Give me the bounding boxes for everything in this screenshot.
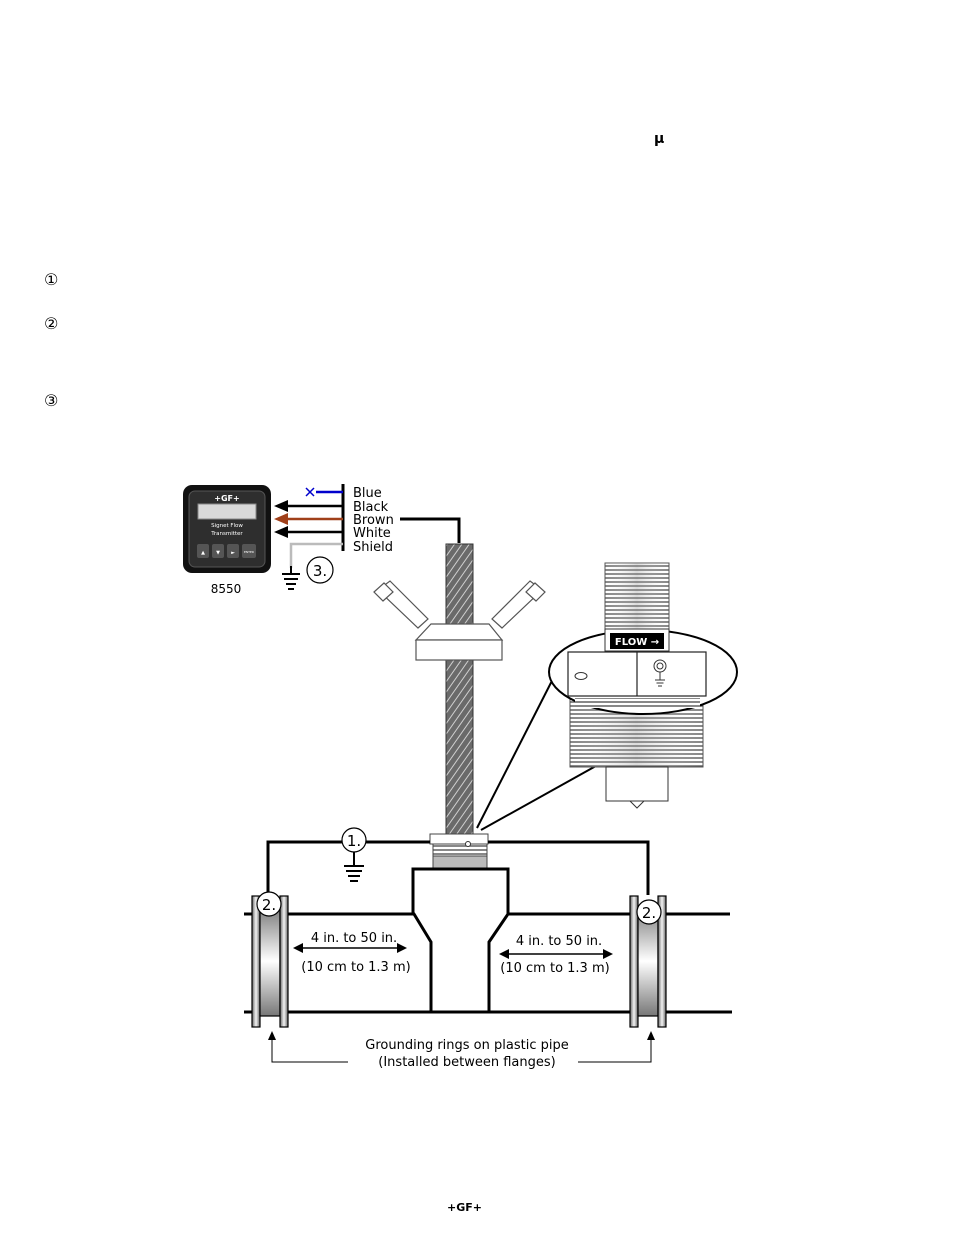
transmitter-model: 8550 [211, 582, 242, 596]
wire-label-blue: Blue [353, 486, 382, 501]
dimension-left-line1: 4 in. to 50 in. [311, 931, 397, 946]
transmitter-brand: +GF+ [214, 494, 239, 503]
arrow-up-icon [268, 1031, 276, 1040]
dimension-right-line1: 4 in. to 50 in. [516, 934, 602, 949]
flow-label-front: FLOW → [615, 637, 659, 648]
dimension-left-line2: (10 cm to 1.3 m) [301, 960, 410, 975]
transmitter-button-enter-label: ENTER [244, 550, 254, 554]
pipe-top-left [244, 912, 433, 1012]
note-marker-1: ① [44, 270, 59, 289]
detail-oval [574, 672, 588, 680]
arrow-right-icon [603, 949, 613, 959]
callout-1-circle [341, 827, 367, 853]
transmitter-button-enter [242, 544, 256, 558]
pipe-top-right [487, 912, 730, 1012]
sensor-stem [445, 543, 474, 835]
sensor-fitting-base [432, 855, 488, 869]
shield-ground-icon [282, 566, 300, 590]
rings-note: Grounding rings on plastic pipe (Install… [268, 1031, 655, 1070]
rings-note-line2: (Installed between flanges) [378, 1055, 555, 1070]
sensor-fitting-threads [432, 843, 488, 857]
transmitter-button-down [212, 544, 224, 558]
ground-wire-left [266, 840, 430, 895]
flow-sensor [373, 543, 546, 869]
no-connect-icon [305, 487, 315, 497]
black-wire-arrow-icon [274, 500, 288, 512]
ground-wire-right [488, 840, 650, 895]
arrow-right-icon [397, 943, 407, 953]
arrow-left-icon [499, 949, 509, 959]
callout-2-left-circle [256, 891, 282, 917]
dimension-right-line2: (10 cm to 1.3 m) [500, 961, 609, 976]
callout-1-label: 1. [347, 832, 361, 850]
sensor-fitting-top [429, 833, 489, 845]
transmitter-display [197, 503, 257, 520]
dimension-left: 4 in. to 50 in. (10 cm to 1.3 m) [293, 931, 411, 975]
wire-label-white: White [353, 526, 391, 541]
sensor-detail: FLOW → FLOW → [476, 562, 738, 831]
wire-label-black: Black [353, 500, 389, 515]
wire-label-brown: Brown [353, 513, 394, 528]
dimension-right: 4 in. to 50 in. (10 cm to 1.3 m) [499, 934, 613, 976]
sensor-cable [400, 517, 461, 543]
transmitter-line2: Transmitter [210, 531, 243, 537]
callout-2-right-label: 2. [642, 904, 656, 922]
note-marker-3: ③ [44, 391, 59, 410]
transmitter-8550: +GF+ Signet Flow Transmitter ▲ ▼ ► ENTER… [183, 485, 271, 596]
transmitter-line1: Signet Flow [211, 523, 243, 529]
callout-2-left-label: 2. [262, 896, 276, 914]
callout-3-circle [306, 556, 334, 584]
transmitter-button-up [197, 544, 209, 558]
shield-wire [289, 542, 343, 568]
transmitter-button-down-label: ▼ [216, 550, 220, 556]
tee-fitting [411, 867, 510, 914]
detail-sensor-tip [605, 766, 669, 802]
brown-wire-arrow-icon [274, 513, 288, 525]
grounding-ring-left [251, 895, 289, 1028]
ground-screw-icon [653, 659, 667, 687]
footer-logo: +GF+ [447, 1201, 482, 1214]
transmitter-button-up-label: ▲ [201, 550, 205, 556]
callout-2-right-circle [636, 899, 662, 925]
pipe-assembly: 1. 2. 2. 4 in. to 50 in. (10 cm to 1.3 [244, 827, 732, 1070]
transmitter-button-right-label: ► [231, 550, 235, 556]
sensor-ground-screw [465, 841, 471, 847]
arrow-up-icon [647, 1031, 655, 1040]
zoom-line-top [476, 664, 561, 829]
wire-label-shield: Shield [353, 540, 393, 555]
wiring: 3. Blue Black Brown White Shield [274, 484, 461, 590]
white-wire-arrow-icon [274, 526, 288, 538]
transmitter-button-right [227, 544, 239, 558]
mu-symbol: µ [654, 131, 665, 147]
rings-note-line1: Grounding rings on plastic pipe [365, 1038, 568, 1053]
callout-3-label: 3. [313, 562, 327, 580]
sensor-bracket [373, 580, 546, 661]
note-marker-2: ② [44, 314, 59, 333]
arrow-left-icon [293, 943, 303, 953]
